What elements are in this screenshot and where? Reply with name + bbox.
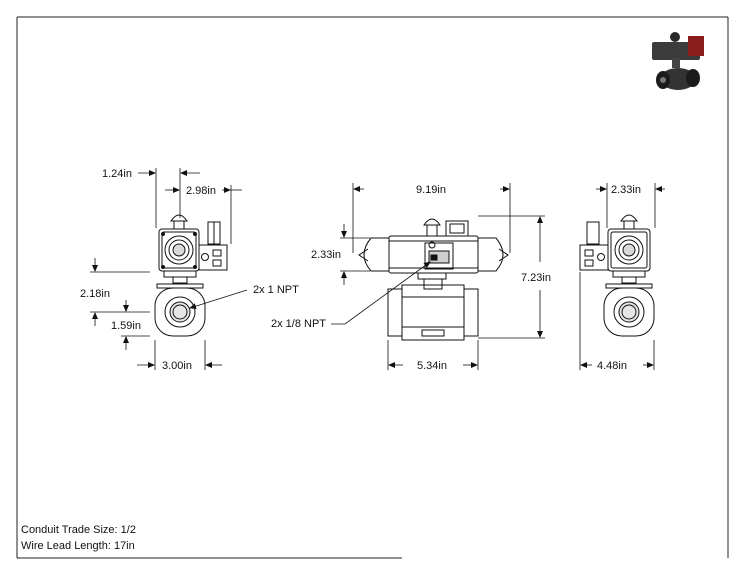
right-side-view xyxy=(579,214,655,337)
callout-npt-side: 2x 1 NPT xyxy=(253,284,299,296)
left-side-view xyxy=(154,214,228,337)
dim-front-height-actuator: 2.33in xyxy=(311,249,341,261)
dim-right-width-top: 2.33in xyxy=(611,184,641,196)
dim-right-width-bottom: 4.48in xyxy=(597,360,627,372)
right-dimension-geometry xyxy=(579,183,665,370)
dim-left-height-lower: 1.59in xyxy=(111,320,141,332)
dim-left-width-upper: 2.98in xyxy=(186,185,216,197)
note-conduit-size: Conduit Trade Size: 1/2 xyxy=(21,524,136,536)
dim-front-height-overall: 7.23in xyxy=(521,272,551,284)
dim-left-width-top: 1.24in xyxy=(102,168,132,180)
dim-front-width-top: 9.19in xyxy=(416,184,446,196)
drawing-notes: Conduit Trade Size: 1/2 Wire Lead Length… xyxy=(21,522,136,554)
dim-left-width-bottom: 3.00in xyxy=(162,360,192,372)
left-dimension-geometry xyxy=(90,168,248,370)
front-dimension-geometry xyxy=(331,183,545,370)
dim-left-height-overall: 2.18in xyxy=(80,288,110,300)
isometric-thumbnail xyxy=(652,32,704,90)
note-wire-length: Wire Lead Length: 17in xyxy=(21,540,135,552)
callout-npt-front: 2x 1/8 NPT xyxy=(271,318,326,330)
dim-front-width-bottom: 5.34in xyxy=(417,360,447,372)
drawing-border xyxy=(16,16,729,559)
front-view xyxy=(358,218,509,341)
